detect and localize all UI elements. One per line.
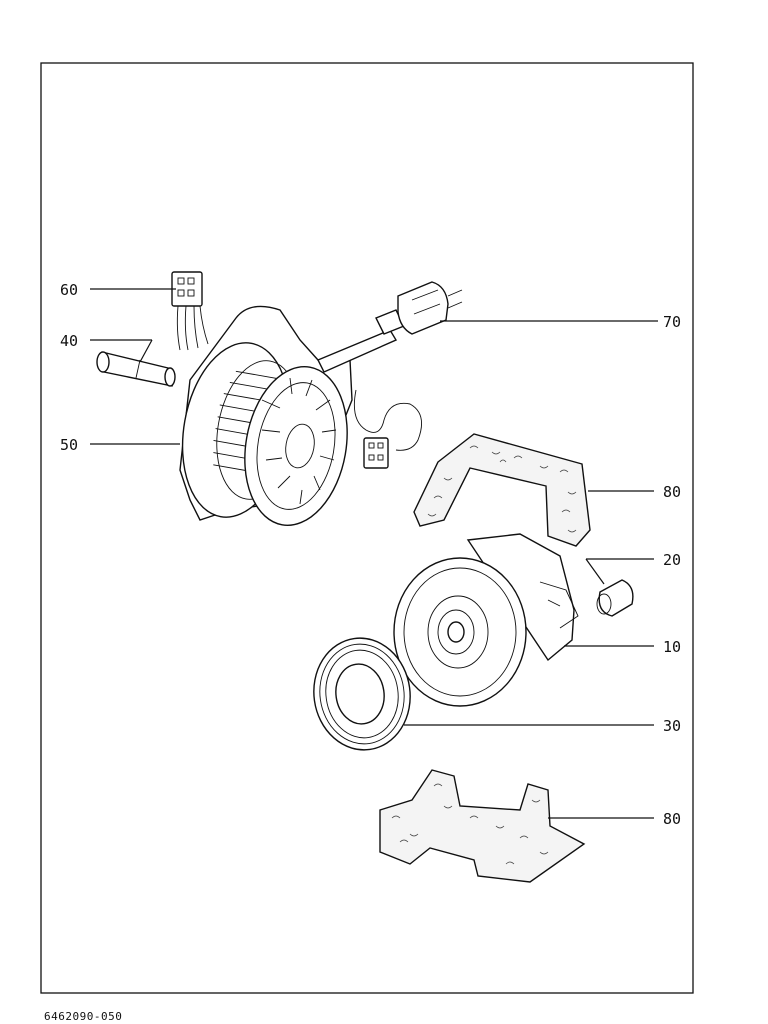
drawing-frame: [40, 62, 694, 994]
callout-80-upper: 80: [663, 483, 681, 501]
callout-20: 20: [663, 551, 681, 569]
part-40-tube: [96, 351, 176, 387]
callout-60: 60: [60, 281, 78, 299]
callout-80-lower: 80: [663, 810, 681, 828]
callout-50: 50: [60, 436, 78, 454]
part-60-connector: [171, 271, 209, 351]
part-20-cap: [596, 579, 634, 617]
part-70-plug: [375, 281, 463, 335]
callout-70: 70: [663, 313, 681, 331]
part-50-cable-reel: [179, 305, 423, 526]
callout-40: 40: [60, 332, 78, 350]
leader-lines: [90, 288, 658, 819]
callout-10: 10: [663, 638, 681, 656]
part-30-filter-ring: [313, 637, 411, 751]
document-number: 6462090-050: [44, 1010, 123, 1023]
callout-30: 30: [663, 717, 681, 735]
part-80-upper-foam: [413, 433, 591, 547]
part-80-lower-foam: [379, 769, 586, 883]
part-10-motor: [393, 533, 579, 707]
